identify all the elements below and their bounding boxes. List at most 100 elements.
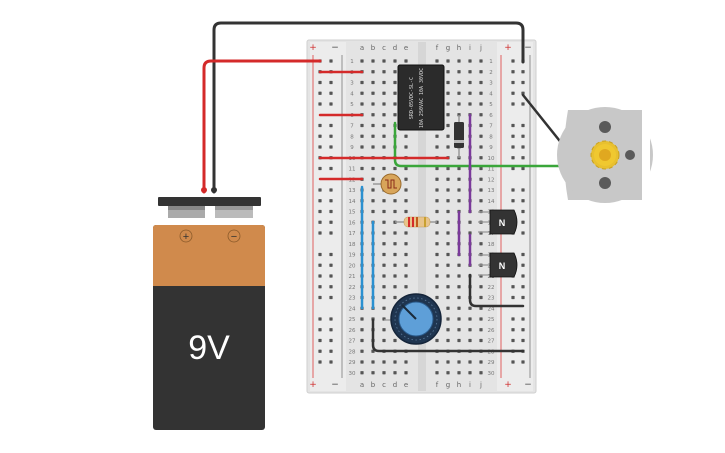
row-label: 16 xyxy=(349,220,356,226)
row-label: 4 xyxy=(350,91,354,97)
wire-black-row23 xyxy=(468,273,525,308)
row-label: 23 xyxy=(488,296,495,302)
column-label: h xyxy=(457,44,461,52)
row-label: 17 xyxy=(349,231,356,237)
row-label: 29 xyxy=(488,360,495,366)
transistor-2-label: N xyxy=(499,261,506,271)
row-label: 27 xyxy=(488,339,495,345)
rail-minus-top-right: − xyxy=(524,43,532,53)
row-label: 22 xyxy=(488,285,495,291)
column-label: g xyxy=(446,381,450,389)
row-label: 9 xyxy=(489,145,493,151)
row-label: 25 xyxy=(488,317,495,323)
row-label: 26 xyxy=(349,328,356,334)
rail-plus-top-left: + xyxy=(309,43,317,53)
row-label: 7 xyxy=(489,124,493,130)
battery-plus-label: + xyxy=(183,231,189,243)
row-label: 1 xyxy=(489,59,493,65)
wire-black-motor xyxy=(521,93,565,147)
row-label: 2 xyxy=(489,70,493,76)
column-label: e xyxy=(404,44,408,52)
row-label: 24 xyxy=(349,306,356,312)
wire-black-battery-to-rail xyxy=(212,21,525,194)
column-label: f xyxy=(436,44,439,52)
resistor xyxy=(395,216,437,228)
row-label: 19 xyxy=(349,253,356,259)
rail-plus-bottom-right: + xyxy=(504,380,512,390)
column-label: f xyxy=(436,381,439,389)
column-label: b xyxy=(371,44,376,52)
row-label: 22 xyxy=(349,285,356,291)
column-label: d xyxy=(393,44,397,52)
row-label: 12 xyxy=(488,177,495,183)
row-label: 7 xyxy=(350,124,354,130)
row-label: 5 xyxy=(489,102,493,108)
row-label: 9 xyxy=(350,145,354,151)
row-label: 6 xyxy=(489,113,493,119)
row-label: 20 xyxy=(349,263,356,269)
column-label: e xyxy=(404,381,408,389)
row-label: 30 xyxy=(349,371,356,377)
transistor-1: N xyxy=(478,209,518,235)
row-label: 18 xyxy=(488,242,495,248)
column-label: j xyxy=(479,44,482,52)
column-label: h xyxy=(457,381,461,389)
rail-minus-bottom-right: − xyxy=(524,380,532,390)
row-label: 25 xyxy=(349,317,356,323)
rail-plus-top-right: + xyxy=(504,43,512,53)
row-label: 26 xyxy=(488,328,495,334)
row-label: 13 xyxy=(488,188,495,194)
row-label: 14 xyxy=(349,199,356,205)
column-label: j xyxy=(479,381,482,389)
row-label: 13 xyxy=(349,188,356,194)
wire-green-motor xyxy=(393,121,565,168)
relay-label-line-1: SRD-05VDC-SL-C xyxy=(409,77,415,119)
row-label: 29 xyxy=(349,360,356,366)
battery: + − 9V xyxy=(153,187,265,430)
row-label: 5 xyxy=(350,102,354,108)
row-label: 11 xyxy=(349,167,356,173)
row-label: 21 xyxy=(349,274,356,280)
column-label: a xyxy=(360,44,364,52)
column-label: d xyxy=(393,381,397,389)
row-label: 18 xyxy=(349,242,356,248)
transistor-2: N xyxy=(478,252,518,278)
relay: SRD-05VDC-SL-C 10A 250VAC 10A 30VDC xyxy=(397,64,445,131)
row-label: 3 xyxy=(350,81,354,87)
rail-plus-bottom-left: + xyxy=(309,380,317,390)
potentiometer xyxy=(384,293,442,345)
transistor-1-label: N xyxy=(499,218,506,228)
row-label: 10 xyxy=(488,156,495,162)
row-label: 23 xyxy=(349,296,356,302)
dc-motor xyxy=(557,100,653,210)
column-label: c xyxy=(382,381,386,389)
row-label: 11 xyxy=(488,167,495,173)
wire-red-battery-to-rail xyxy=(202,59,322,194)
row-label: 1 xyxy=(350,59,354,65)
rail-minus-top-left: − xyxy=(331,43,339,53)
row-label: 27 xyxy=(349,339,356,345)
gear-icon xyxy=(590,140,620,170)
row-label: 15 xyxy=(349,210,356,216)
rail-minus-bottom-left: − xyxy=(331,380,339,390)
relay-label-line-2: 10A 250VAC 10A 30VDC xyxy=(419,68,425,128)
column-label: g xyxy=(446,44,450,52)
wire-black-row28 xyxy=(371,318,525,353)
breadboard: 1234567891011121314151617181920212223242… xyxy=(306,39,537,394)
column-label: a xyxy=(360,381,364,389)
wires xyxy=(202,21,565,353)
row-label: 8 xyxy=(350,134,354,140)
row-label: 24 xyxy=(488,306,495,312)
column-label: c xyxy=(382,44,386,52)
row-label: 14 xyxy=(488,199,495,205)
battery-minus-label: − xyxy=(231,231,237,243)
diode xyxy=(454,115,464,158)
row-label: 30 xyxy=(488,371,495,377)
row-label: 8 xyxy=(489,134,493,140)
row-label: 28 xyxy=(349,349,356,355)
photoresistor xyxy=(373,173,402,195)
column-label: i xyxy=(469,381,471,389)
column-label: i xyxy=(469,44,471,52)
